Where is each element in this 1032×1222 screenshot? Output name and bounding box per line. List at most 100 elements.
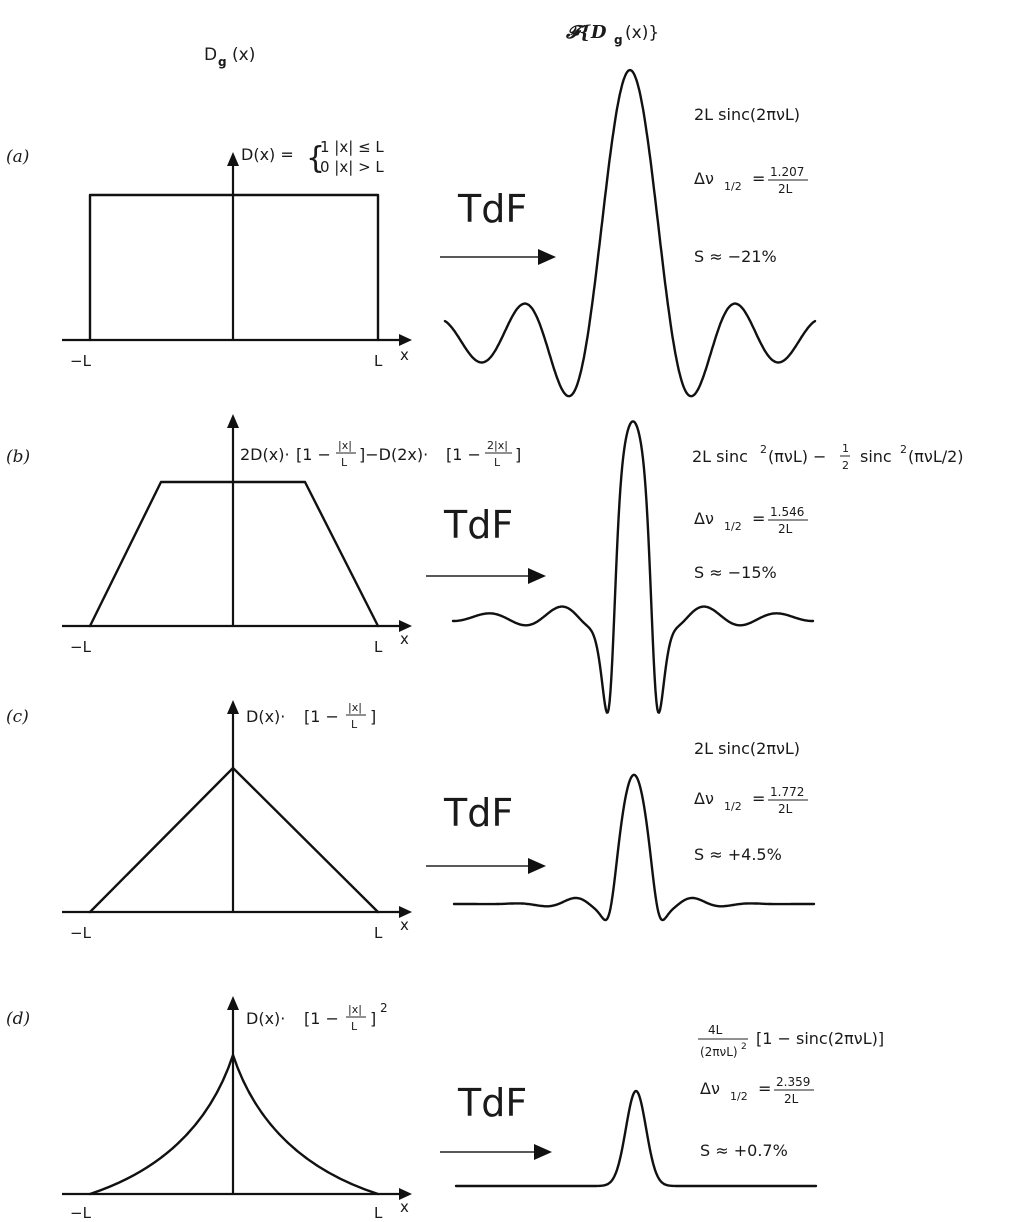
panel-d-spectrum-den: (2πνL) bbox=[700, 1045, 738, 1059]
panel-c-formula-frac-den: L bbox=[351, 718, 358, 731]
panel-d-formula-sup: 2 bbox=[380, 1001, 388, 1015]
panel-d-spectrum-den-sup: 2 bbox=[741, 1042, 747, 1052]
panel-a-neg-l-label: −L bbox=[70, 352, 92, 370]
panel-d-transform-label: TdF bbox=[457, 1081, 527, 1125]
panel-c-formula-frac-num: |x| bbox=[348, 701, 362, 714]
panel-c-pos-l-label: L bbox=[374, 924, 383, 942]
panel-b-x-axis-arrowhead bbox=[399, 620, 412, 632]
panel-c-delta-eq: = bbox=[752, 789, 765, 808]
panel-c-formula-part-3: ] bbox=[370, 707, 376, 726]
panel-a-window-formula: D(x) = bbox=[241, 145, 294, 164]
panel-b-formula-frac2-num: 2|x| bbox=[487, 439, 508, 452]
panel-c-delta-num: 1.772 bbox=[770, 785, 804, 799]
panel-c-label: (c) bbox=[6, 707, 29, 727]
panel-a-delta-eq: = bbox=[752, 169, 765, 188]
panel-c-spectrum-curve bbox=[452, 773, 816, 922]
panel-d-x-label: x bbox=[400, 1198, 409, 1216]
panel-c-transform-arrowhead bbox=[528, 858, 546, 874]
panel-b-label: (b) bbox=[6, 447, 30, 467]
panel-c-delta-lhs: Δν bbox=[694, 789, 714, 808]
panel-d-delta-sub: 1/2 bbox=[730, 1090, 748, 1103]
panel-b-formula-part-2: [1 − bbox=[296, 445, 331, 464]
right-column-header: 𝓕{D g (x)} bbox=[565, 22, 659, 47]
panel-d-delta-eq: = bbox=[758, 1079, 771, 1098]
panel-a-pos-l-label: L bbox=[374, 352, 383, 370]
panel-c-x-label: x bbox=[400, 916, 409, 934]
header-right-arg: (x)} bbox=[625, 23, 659, 43]
panel-b-delta-eq: = bbox=[752, 509, 765, 528]
panel-b-transform-label: TdF bbox=[443, 503, 513, 547]
panel-b-formula-part-5: ] bbox=[515, 445, 521, 464]
panel-d-window-curve bbox=[88, 1053, 380, 1196]
panel-a-x-axis-arrowhead bbox=[399, 334, 412, 346]
panel-d-delta-num: 2.359 bbox=[776, 1075, 810, 1089]
panel-b-spectrum-part-c-sup: 2 bbox=[900, 443, 907, 456]
panel-a-delta-sub: 1/2 bbox=[724, 180, 742, 193]
panel-b-spectrum-part-d: (πνL/2) bbox=[908, 447, 964, 466]
panel-b-spectrum-part-b: (πνL) − bbox=[768, 447, 826, 466]
panel-d-formula-frac-num: |x| bbox=[348, 1003, 362, 1016]
panel-a-formula-case-1: 1 |x| ≤ L bbox=[320, 138, 384, 156]
panel-c-neg-l-label: −L bbox=[70, 924, 92, 942]
panel-b-neg-l-label: −L bbox=[70, 638, 92, 656]
panel-b-x-label: x bbox=[400, 630, 409, 648]
panel-b-spectrum-half-num: 1 bbox=[842, 442, 849, 455]
panel-b-delta-lhs: Δν bbox=[694, 509, 714, 528]
panel-d-transform-arrowhead bbox=[534, 1144, 552, 1160]
panel-d-formula-frac-den: L bbox=[351, 1020, 358, 1033]
panel-b-spectrum-curve bbox=[451, 420, 815, 714]
panel-c-y-axis-arrowhead bbox=[227, 700, 239, 714]
panel-b-delta-sub: 1/2 bbox=[724, 520, 742, 533]
panel-a-label: (a) bbox=[6, 147, 29, 167]
panel-b: (b) −L L x 2D(x)· [1 − |x| L ]−D(2x)· [1… bbox=[6, 414, 964, 714]
panel-a-delta-den: 2L bbox=[778, 182, 793, 196]
panel-d-spectrum-tail: [1 − sinc(2πνL)] bbox=[756, 1029, 884, 1048]
panel-c-sidelobe: S ≈ +4.5% bbox=[694, 845, 782, 864]
panel-d-spectrum-curve bbox=[454, 1089, 818, 1188]
panel-a-delta-num: 1.207 bbox=[770, 165, 804, 179]
panel-d-delta-lhs: Δν bbox=[700, 1079, 720, 1098]
panel-a-y-axis-arrowhead bbox=[227, 152, 239, 166]
header-left-title: D bbox=[204, 45, 217, 65]
panel-a-spectrum-formula: 2L sinc(2πνL) bbox=[694, 105, 800, 124]
panel-a-formula-case-2: 0 |x| > L bbox=[320, 158, 384, 176]
panel-c-delta-den: 2L bbox=[778, 802, 793, 816]
panel-c-transform-label: TdF bbox=[443, 791, 513, 835]
panel-d: (d) −L L x D(x)· [1 − |x| L ] 2 TdF 4L (… bbox=[6, 996, 884, 1222]
panel-a-delta-lhs: Δν bbox=[694, 169, 714, 188]
panel-b-spectrum-part-a-sup: 2 bbox=[760, 443, 767, 456]
panel-c-formula-part-2: [1 − bbox=[304, 707, 339, 726]
panel-d-formula-part-3: ] bbox=[370, 1009, 376, 1028]
panel-c-x-axis-arrowhead bbox=[399, 906, 412, 918]
panel-a: (a) −L L x D(x) = { 1 |x| ≤ L 0 |x| > L … bbox=[6, 68, 817, 398]
panel-a-formula-brace: { bbox=[306, 141, 325, 176]
panel-d-x-axis-arrowhead bbox=[399, 1188, 412, 1200]
panel-b-delta-num: 1.546 bbox=[770, 505, 804, 519]
panel-d-label: (d) bbox=[6, 1009, 30, 1029]
panel-c-spectrum-formula: 2L sinc(2πνL) bbox=[694, 739, 800, 758]
panel-b-sidelobe: S ≈ −15% bbox=[694, 563, 777, 582]
panel-b-formula-part-1: 2D(x)· bbox=[240, 445, 290, 464]
panel-d-formula-part-2: [1 − bbox=[304, 1009, 339, 1028]
panel-b-delta-den: 2L bbox=[778, 522, 793, 536]
panel-c: (c) −L L x D(x)· [1 − |x| L ] TdF 2L sin… bbox=[6, 700, 816, 942]
header-left-arg: (x) bbox=[232, 45, 255, 65]
panel-b-spectrum-part-a: 2L sinc bbox=[692, 447, 748, 466]
panel-b-formula-part-3: ]−D(2x)· bbox=[359, 445, 428, 464]
panel-d-spectrum-num: 4L bbox=[708, 1023, 723, 1037]
panel-b-spectrum-part-c: sinc bbox=[860, 447, 892, 466]
panel-b-formula-frac1-den: L bbox=[341, 456, 348, 469]
header-right-prefix: 𝓕{D bbox=[565, 22, 607, 43]
panel-c-delta-sub: 1/2 bbox=[724, 800, 742, 813]
panel-d-formula-part-1: D(x)· bbox=[246, 1009, 285, 1028]
panel-b-y-axis-arrowhead bbox=[227, 414, 239, 428]
panel-b-formula-part-4: [1 − bbox=[446, 445, 481, 464]
panel-d-delta-den: 2L bbox=[784, 1092, 799, 1106]
panel-a-window-curve bbox=[88, 193, 380, 342]
panel-d-neg-l-label: −L bbox=[70, 1204, 92, 1222]
panel-d-pos-l-label: L bbox=[374, 1204, 383, 1222]
panel-c-window-curve bbox=[88, 766, 380, 914]
panel-a-x-label: x bbox=[400, 346, 409, 364]
header-right-sub: g bbox=[614, 33, 623, 47]
